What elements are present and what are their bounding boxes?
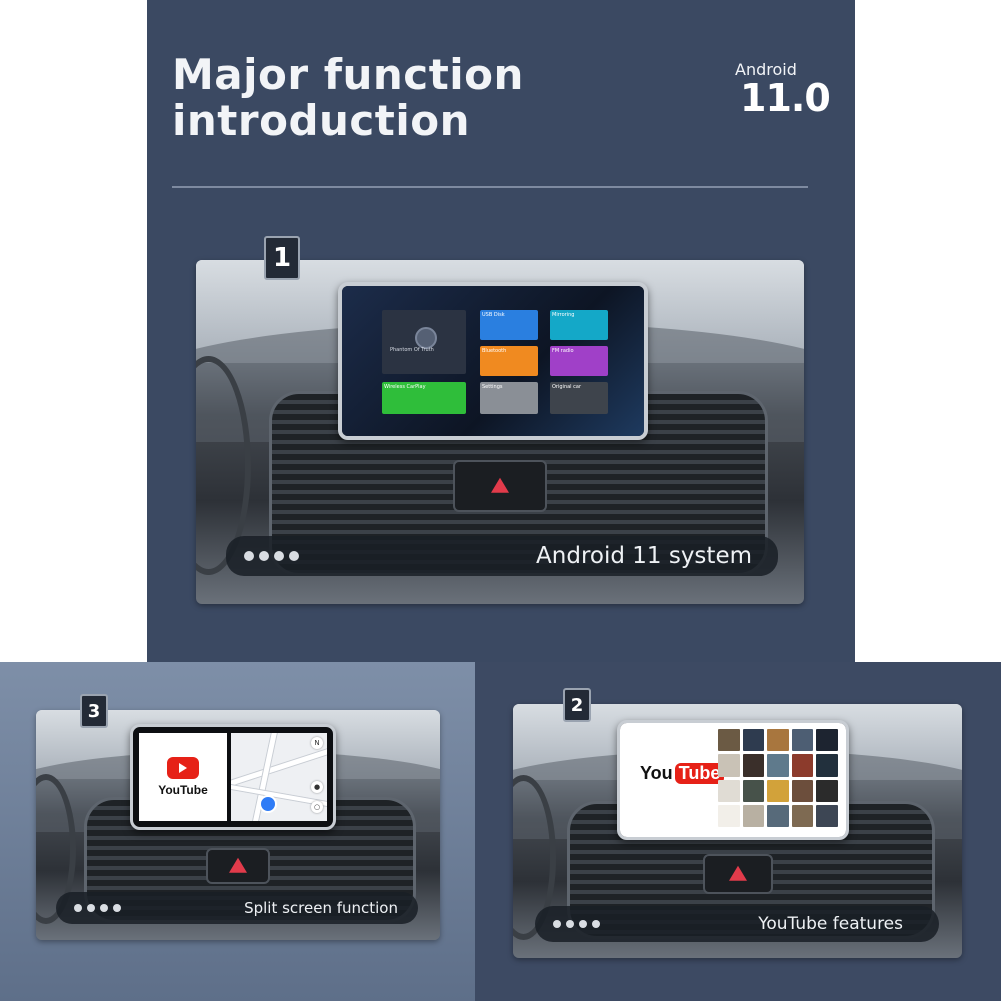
head-unit-screen: You Tube — [617, 720, 849, 840]
dot — [579, 920, 587, 928]
microphone-icon[interactable]: ● — [311, 781, 323, 793]
page-title: Major function introduction — [172, 52, 524, 144]
feature-caption: Split screen function — [244, 899, 398, 917]
music-widget[interactable]: Phantom Of Truth — [382, 310, 466, 374]
app-tile-usb-disk[interactable]: USB Disk — [480, 310, 538, 340]
dot — [566, 920, 574, 928]
video-thumbnail[interactable] — [791, 729, 814, 752]
play-icon — [179, 763, 187, 773]
app-tile-fm-radio[interactable]: FM radio — [550, 346, 608, 376]
feature-caption: YouTube features — [758, 914, 903, 934]
head-unit-screen: Phantom Of Truth USB Disk Mirroring Blue… — [338, 282, 648, 440]
android-version: 11.0 — [740, 76, 831, 120]
hazard-switch — [453, 460, 547, 512]
video-thumbnail[interactable] — [816, 754, 838, 777]
app-tile-bluetooth[interactable]: Bluetooth — [480, 346, 538, 376]
dot — [553, 920, 561, 928]
video-thumbnail[interactable] — [718, 754, 740, 777]
header-divider — [172, 186, 808, 188]
album-art-icon — [415, 326, 437, 349]
dot — [74, 904, 82, 912]
android-label: Android — [735, 60, 797, 79]
feature-card-split-screen: YouTube N ● ○ Split screen function — [36, 710, 440, 940]
video-thumbnail[interactable] — [718, 804, 740, 827]
video-thumbnail[interactable] — [742, 804, 765, 827]
video-thumbnail[interactable] — [718, 779, 740, 802]
video-thumbnail[interactable] — [816, 804, 838, 827]
dot — [244, 551, 254, 561]
title-line-2: introduction — [172, 96, 471, 145]
head-unit-screen: YouTube N ● ○ — [130, 724, 336, 830]
search-icon[interactable]: ○ — [311, 801, 323, 813]
feature-number-badge: 3 — [80, 694, 108, 728]
feature-number-badge: 1 — [264, 236, 300, 280]
youtube-screen[interactable]: You Tube — [620, 723, 846, 837]
music-title: Phantom Of Truth — [390, 347, 434, 354]
compass-icon[interactable]: N — [311, 737, 323, 749]
video-thumbnail[interactable] — [767, 804, 789, 827]
title-line-1: Major function — [172, 50, 524, 99]
android-home-screen: Phantom Of Truth USB Disk Mirroring Blue… — [342, 286, 644, 436]
youtube-wordmark: You Tube — [640, 763, 725, 784]
dot — [592, 920, 600, 928]
dot — [100, 904, 108, 912]
video-thumbnail[interactable] — [767, 754, 789, 777]
dot — [259, 551, 269, 561]
current-location-icon — [259, 795, 277, 813]
video-thumbnail[interactable] — [791, 804, 814, 827]
video-thumbnail[interactable] — [767, 779, 789, 802]
dot — [87, 904, 95, 912]
youtube-pane[interactable]: YouTube — [139, 733, 227, 821]
map-pane[interactable]: N ● ○ — [231, 733, 327, 821]
youtube-label: YouTube — [158, 783, 208, 797]
dot — [113, 904, 121, 912]
feature-card-youtube: You Tube — [513, 704, 962, 958]
video-thumbnail[interactable] — [742, 754, 765, 777]
caption-bar: Split screen function — [56, 892, 418, 924]
caption-bar: Android 11 system — [226, 536, 778, 576]
hazard-icon — [728, 865, 747, 881]
hazard-icon — [229, 857, 247, 873]
youtube-icon — [167, 757, 199, 779]
app-tile-wireless-carplay[interactable]: Wireless CarPlay — [382, 382, 466, 414]
video-thumbnail[interactable] — [767, 729, 789, 752]
video-thumbnail[interactable] — [791, 754, 814, 777]
video-thumbnail[interactable] — [816, 729, 838, 752]
youtube-tube-label: Tube — [674, 763, 725, 784]
youtube-you-label: You — [640, 763, 673, 783]
feature-card-android: Phantom Of Truth USB Disk Mirroring Blue… — [196, 260, 804, 604]
feature-caption: Android 11 system — [536, 543, 752, 569]
video-thumbnail[interactable] — [742, 729, 765, 752]
caption-dots — [553, 920, 600, 928]
app-tile-settings[interactable]: Settings — [480, 382, 538, 414]
app-tile-original-car[interactable]: Original car — [550, 382, 608, 414]
video-thumbnail[interactable] — [816, 779, 838, 802]
dot — [274, 551, 284, 561]
video-thumbnail[interactable] — [791, 779, 814, 802]
caption-dots — [74, 904, 121, 912]
hazard-switch — [702, 854, 773, 894]
caption-bar: YouTube features — [535, 906, 939, 942]
caption-dots — [244, 551, 299, 561]
video-thumbnail-grid — [718, 729, 838, 827]
hazard-switch — [206, 848, 270, 884]
video-thumbnail[interactable] — [742, 779, 765, 802]
video-thumbnail[interactable] — [718, 729, 740, 752]
dot — [289, 551, 299, 561]
hazard-icon — [491, 477, 509, 493]
app-tile-mirroring[interactable]: Mirroring — [550, 310, 608, 340]
feature-number-badge: 2 — [563, 688, 591, 722]
